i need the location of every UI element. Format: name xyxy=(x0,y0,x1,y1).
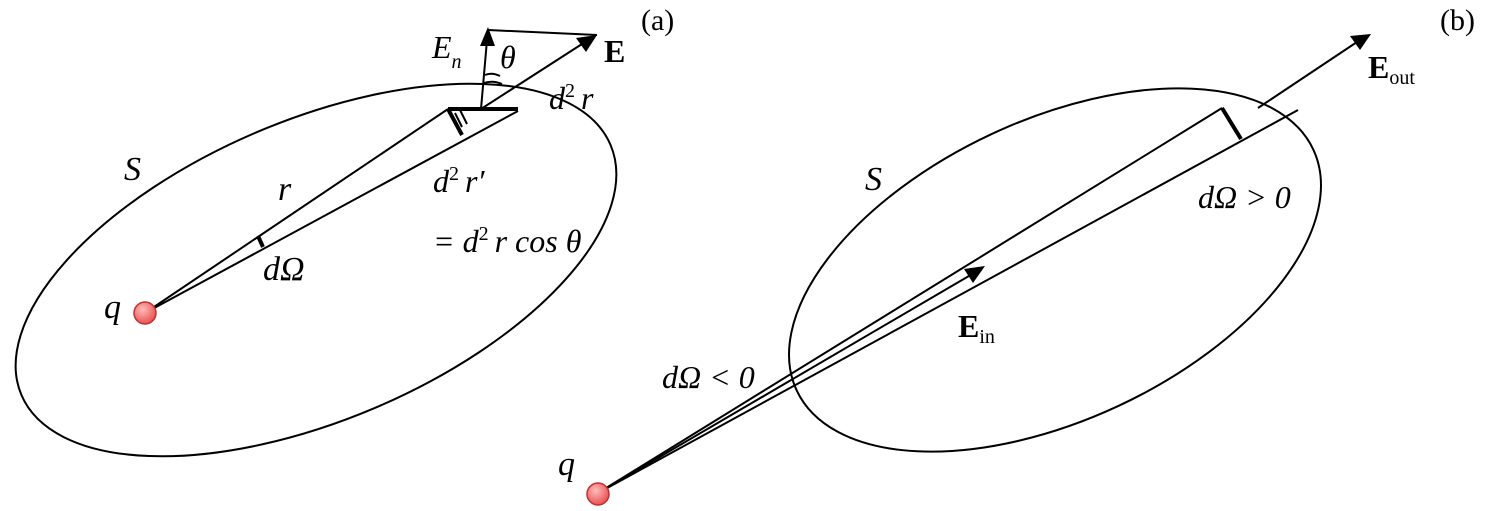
field-in-arrowhead-b xyxy=(964,266,985,283)
panel-label-b: (b) xyxy=(1440,4,1475,37)
negative-solid-angle-label-b: dΩ < 0 xyxy=(662,359,755,395)
point-charge-b xyxy=(586,482,610,506)
surface-label-a: S xyxy=(124,151,141,188)
field-in-vector-b xyxy=(597,272,975,494)
vector-triangle-top-a xyxy=(487,29,598,36)
panel-label-a: (a) xyxy=(641,4,674,37)
field-label-a: E xyxy=(604,33,625,69)
projected-area-element-a xyxy=(446,108,464,136)
positive-solid-angle-label-b: dΩ > 0 xyxy=(1198,179,1291,215)
closed-surface-a xyxy=(14,82,618,458)
field-in-label-b: Ein xyxy=(958,308,995,348)
field-arrowhead-a xyxy=(576,35,597,52)
normal-arrowhead-a xyxy=(480,27,495,46)
point-charge-a xyxy=(133,301,157,325)
charge-label-b: q xyxy=(558,446,575,483)
positive-area-tick-b xyxy=(1220,106,1243,141)
right-angle-mark-a xyxy=(454,109,468,128)
cone-edge-lower-b xyxy=(597,109,1299,494)
cone-edge-upper-a xyxy=(144,108,449,314)
cone-edge-lower-a xyxy=(144,110,519,314)
theta-arc-a xyxy=(483,72,503,85)
radius-label-a: r xyxy=(278,171,292,208)
closed-surface-b xyxy=(788,87,1322,453)
surface-label-b: S xyxy=(865,161,882,198)
angle-label-a: θ xyxy=(500,39,516,75)
solid-angle-label-a: dΩ xyxy=(263,251,305,288)
normal-component-label-a: En xyxy=(431,29,462,73)
field-out-label-b: Eout xyxy=(1368,49,1415,89)
field-out-arrowhead-b xyxy=(1350,34,1371,50)
cone-edge-upper-b xyxy=(597,107,1223,494)
panel-b: (b) S q Eout Ein dΩ > 0 dΩ < 0 xyxy=(558,4,1475,506)
normal-vector-a xyxy=(480,39,488,110)
field-out-vector-b xyxy=(1257,41,1358,109)
charge-label-a: q xyxy=(104,289,121,326)
field-vector-a xyxy=(480,43,583,110)
solid-angle-tick-a xyxy=(256,235,265,248)
